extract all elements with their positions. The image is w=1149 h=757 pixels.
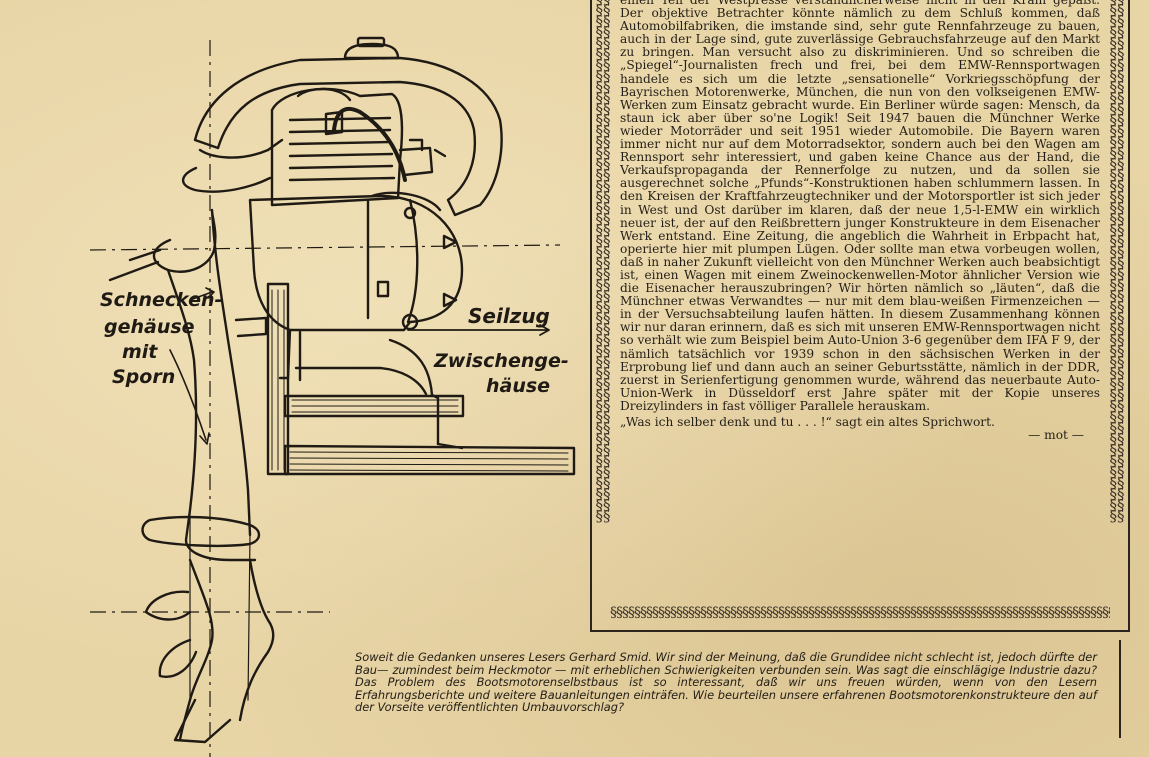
propeller xyxy=(144,590,198,678)
spark-plug-wire xyxy=(332,106,407,182)
engine-cowling xyxy=(193,56,503,217)
ornamental-border-bottom: §§§§§§§§§§§§§§§§§§§§§§§§§§§§§§§§§§§§§§§§… xyxy=(610,606,1110,620)
label-sporn: Sporn xyxy=(112,366,175,388)
skeg xyxy=(173,698,232,744)
label-arrow-lower xyxy=(169,349,210,445)
engine-mount xyxy=(278,328,440,446)
lower-board xyxy=(283,444,576,476)
ornamental-border-left: §§§§§§§§§§§§§§§§§§§§§§§§§§§§§§§§§§§§§§§§… xyxy=(595,0,611,525)
drive-shaft-housing xyxy=(152,208,257,562)
article-box: §§§§§§§§§§§§§§§§§§§§§§§§§§§§§§§§§§§§§§§§… xyxy=(590,0,1130,632)
magneto-housing xyxy=(366,191,442,324)
seilzug-arrow xyxy=(407,324,550,336)
front-tank-arm xyxy=(181,138,284,193)
engine-block xyxy=(270,87,404,207)
article-closing: „Was ich selber denk und tu . . . !“ sag… xyxy=(620,415,995,429)
ornamental-border-right: §§§§§§§§§§§§§§§§§§§§§§§§§§§§§§§§§§§§§§§§… xyxy=(1109,0,1125,525)
label-schnecken: Schnecken- xyxy=(100,289,222,311)
carburetor xyxy=(398,138,447,177)
cavitation-plate xyxy=(141,515,261,548)
article-signature: — mot — xyxy=(1028,428,1084,443)
article-body: einen Teil der Westpresse verständlicher… xyxy=(620,0,1100,413)
transom-board xyxy=(283,394,465,418)
editor-note: Soweit die Gedanken unseres Lesers Gerha… xyxy=(355,650,1097,715)
label-zwischengehaeuse-2: häuse xyxy=(486,375,550,397)
label-mit: mit xyxy=(122,341,158,363)
crankcase xyxy=(248,194,464,332)
label-gehaeuse: gehäuse xyxy=(104,316,195,338)
label-seilzug: Seilzug xyxy=(468,304,550,328)
transom-clamp xyxy=(266,282,290,476)
editor-note-rule xyxy=(1119,640,1121,738)
article-text: einen Teil der Westpresse verständlicher… xyxy=(620,0,1100,442)
fuel-cap xyxy=(343,42,400,60)
tiller xyxy=(108,248,162,282)
label-zwischengehaeuse-1: Zwischenge- xyxy=(433,350,569,372)
gear-housing xyxy=(178,558,275,742)
outboard-motor-drawing: Schnecken- gehäuse mit Sporn Seilzug Zwi… xyxy=(89,36,576,757)
